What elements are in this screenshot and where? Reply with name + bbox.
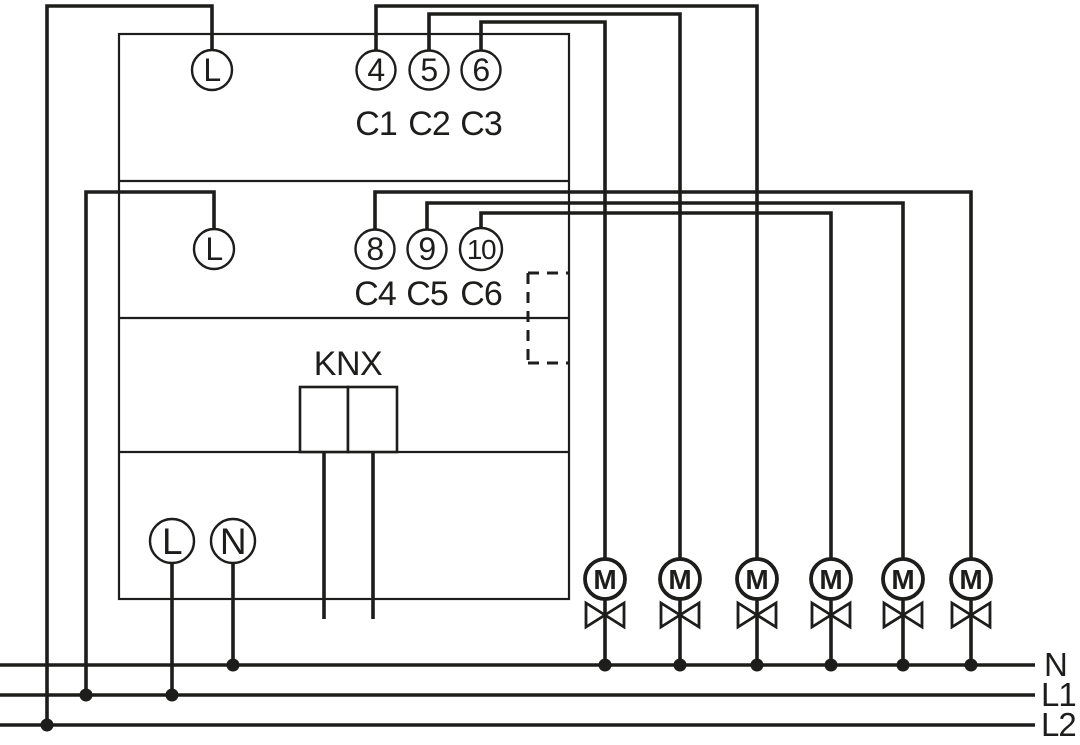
junction-dot [896, 658, 910, 672]
terminal-label-9: 9 [418, 231, 435, 267]
motor-label: M [959, 564, 982, 595]
terminal-label-4: 4 [367, 52, 384, 88]
terminal-circle-l-bottom [192, 227, 236, 271]
junction-dot [226, 658, 240, 672]
terminal-circle-6 [460, 49, 502, 91]
wire-terminal-8 [373, 190, 973, 579]
bus-label-l2: L2 [1041, 706, 1076, 743]
junction-dot [79, 688, 93, 702]
junction-dot [40, 718, 54, 732]
terminal-label-l-top: L [203, 52, 220, 88]
valve-actuators: M M M M M M [583, 557, 993, 630]
wire-terminal-6 [479, 20, 607, 579]
terminal-label-8: 8 [366, 231, 383, 267]
terminal-label-6: 6 [472, 52, 489, 88]
terminal-circle-5 [408, 49, 450, 91]
channel-label-c6: C6 [460, 275, 502, 313]
wire-terminal-5 [427, 12, 682, 579]
terminal-label-l-bottom: L [205, 231, 222, 267]
channel-label-c2: C2 [408, 105, 450, 143]
knx-terminal-right [346, 385, 399, 454]
motor-label: M [819, 564, 842, 595]
junction-dot [750, 658, 764, 672]
power-terminals: L N [148, 517, 257, 565]
valve-icon [810, 600, 852, 630]
terminal-circle-4 [355, 49, 397, 91]
junction-dot [824, 658, 838, 672]
wire-terminal-4 [374, 4, 759, 579]
channel-label-c4: C4 [354, 275, 396, 313]
wire-supply-top-l [45, 4, 214, 725]
dashed-extension-box [526, 271, 569, 365]
valve-icon [584, 600, 626, 630]
terminal-circle-l-top [190, 48, 234, 92]
valve-actuator-3: M [735, 557, 779, 630]
section-bottom-terminals: L 8 9 10 C4 C5 C6 [192, 226, 504, 313]
motor-icon [881, 557, 925, 601]
valve-actuator-1: M [583, 557, 627, 630]
channel-label-c3: C3 [460, 105, 502, 143]
device-outline [117, 32, 571, 601]
motor-label: M [891, 564, 914, 595]
valve-icon [736, 600, 778, 630]
junction-dot [964, 658, 978, 672]
valve-actuator-6: M [949, 557, 993, 630]
knx-label: KNX [314, 345, 382, 383]
bus-label-n: N [1044, 646, 1067, 683]
valve-icon [950, 600, 992, 630]
motor-label: M [593, 564, 616, 595]
motor-icon [735, 557, 779, 601]
motor-icon [658, 557, 702, 601]
terminal-circle-power-l [148, 517, 196, 565]
terminal-label-power-l: L [162, 521, 182, 562]
terminal-circle-9 [406, 228, 448, 270]
junction-dot [673, 658, 687, 672]
motor-icon [949, 557, 993, 601]
motor-icon [809, 557, 853, 601]
knx-terminal-left [298, 385, 350, 454]
wire-supply-bottom-l [84, 190, 216, 695]
wires [45, 4, 973, 725]
channel-label-c1: C1 [355, 105, 397, 143]
bus-label-l1: L1 [1041, 676, 1076, 713]
valve-actuator-4: M [809, 557, 853, 630]
motor-icon [583, 557, 627, 601]
motor-label: M [745, 564, 768, 595]
junction-dots [40, 658, 978, 732]
terminal-circle-power-n [209, 517, 257, 565]
actuator-device [117, 32, 571, 601]
valve-actuator-2: M [658, 557, 702, 630]
valve-icon [882, 600, 924, 630]
terminal-label-10: 10 [467, 234, 496, 265]
terminal-label-5: 5 [420, 52, 437, 88]
valve-actuator-5: M [881, 557, 925, 630]
terminal-circle-8 [354, 228, 396, 270]
wire-terminal-10 [479, 211, 833, 579]
motor-label: M [668, 564, 691, 595]
valve-icon [659, 600, 701, 630]
terminal-label-power-n: N [220, 521, 246, 562]
wire-terminal-9 [425, 201, 905, 579]
section-top-terminals: L 4 5 6 C1 C2 C3 [190, 48, 503, 143]
mains-bus: N L1 L2 [0, 646, 1077, 743]
knx-connector: KNX [298, 345, 399, 454]
channel-label-c5: C5 [406, 275, 448, 313]
junction-dot [598, 658, 612, 672]
junction-dot [165, 688, 179, 702]
terminal-circle-10 [458, 226, 504, 272]
